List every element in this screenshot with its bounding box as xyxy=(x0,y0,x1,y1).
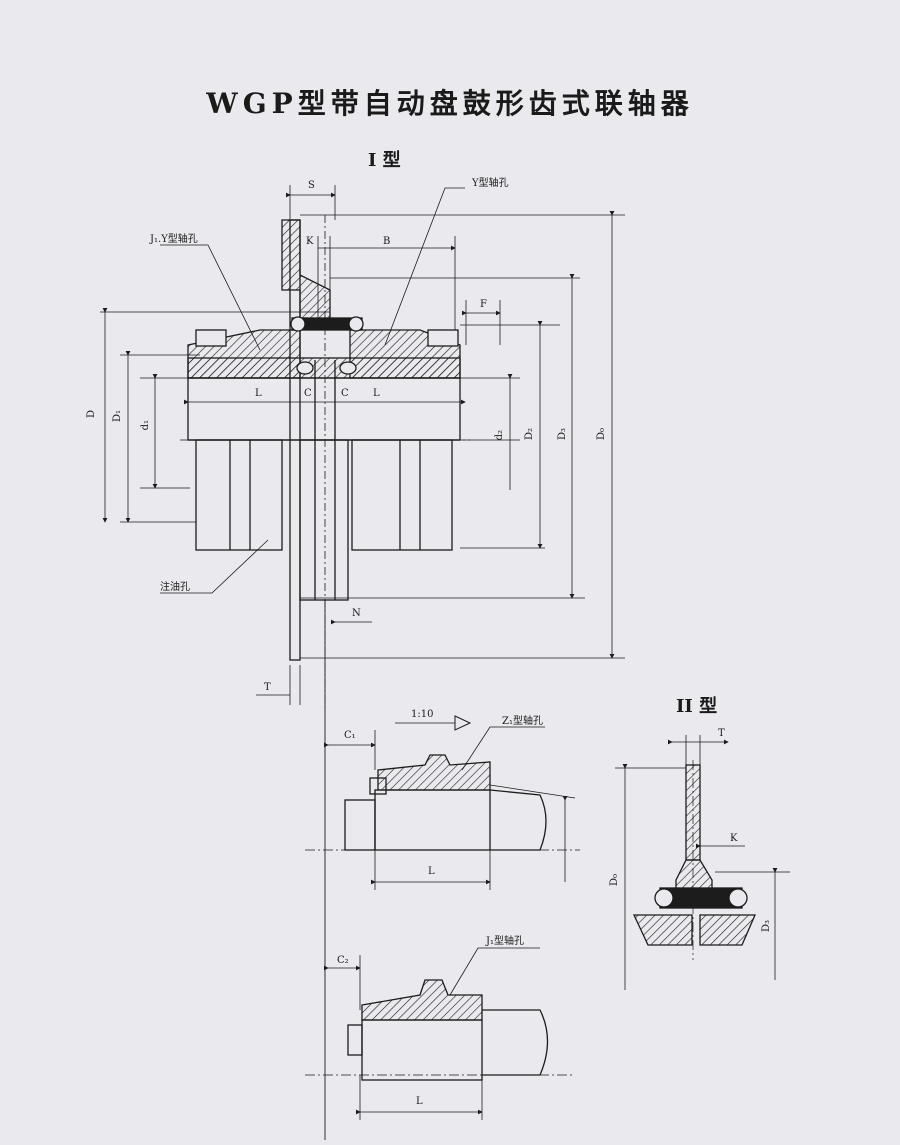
type-2-view xyxy=(615,735,790,990)
dim-n: N xyxy=(352,608,361,619)
j1-bore-view xyxy=(305,947,575,1120)
dim-d0: D₀ xyxy=(596,428,607,441)
type-1-heading: I 型 xyxy=(368,150,401,171)
j1-bore-label: J₁型轴孔 xyxy=(486,936,525,947)
dim-d0-type2: D₀ xyxy=(609,874,620,887)
type-2-heading: II 型 xyxy=(676,696,718,717)
dim-d3: D₃ xyxy=(557,428,568,441)
dim-k: K xyxy=(306,236,314,247)
dim-d2-outer: D₂ xyxy=(524,428,535,441)
dim-d: D xyxy=(86,410,97,419)
dim-d2-inner: d₂ xyxy=(494,430,505,441)
dim-k-type2: K xyxy=(730,833,738,844)
dim-l-left: L xyxy=(255,388,262,399)
dim-l-j1: L xyxy=(416,1096,423,1107)
outer-sleeve xyxy=(187,329,461,379)
dim-t: T xyxy=(264,682,271,693)
dim-b: B xyxy=(383,236,391,247)
dim-t-type2: T xyxy=(718,728,725,739)
y-bore-label: Y型轴孔 xyxy=(472,178,509,189)
dim-c1: C₁ xyxy=(344,730,356,741)
dim-d1-outer: D₁ xyxy=(112,410,123,423)
dim-f: F xyxy=(480,299,487,310)
drawing-title: WGP型带自动盘鼓形齿式联轴器 xyxy=(206,87,694,120)
dim-c-right: C xyxy=(341,388,349,399)
oil-hole-label: 注油孔 xyxy=(160,582,190,593)
dim-l-z1: L xyxy=(428,866,435,877)
dim-c2: C₂ xyxy=(337,955,349,966)
dim-d1-inner: d₁ xyxy=(140,420,151,431)
z1-bore-label: Z₁型轴孔 xyxy=(502,716,543,727)
j1y-bore-label: J₁.Y型轴孔 xyxy=(150,234,198,245)
taper-ratio: 1:10 xyxy=(411,709,434,720)
z1-bore-view xyxy=(305,715,580,890)
dim-d3-type2: D₃ xyxy=(761,920,772,933)
dim-c-left: C xyxy=(304,388,312,399)
flange-bolts xyxy=(195,316,459,375)
hubs xyxy=(187,360,461,601)
dim-s: S xyxy=(308,180,315,191)
dimension-lines-type1 xyxy=(100,185,625,705)
dim-l-right: L xyxy=(373,388,380,399)
